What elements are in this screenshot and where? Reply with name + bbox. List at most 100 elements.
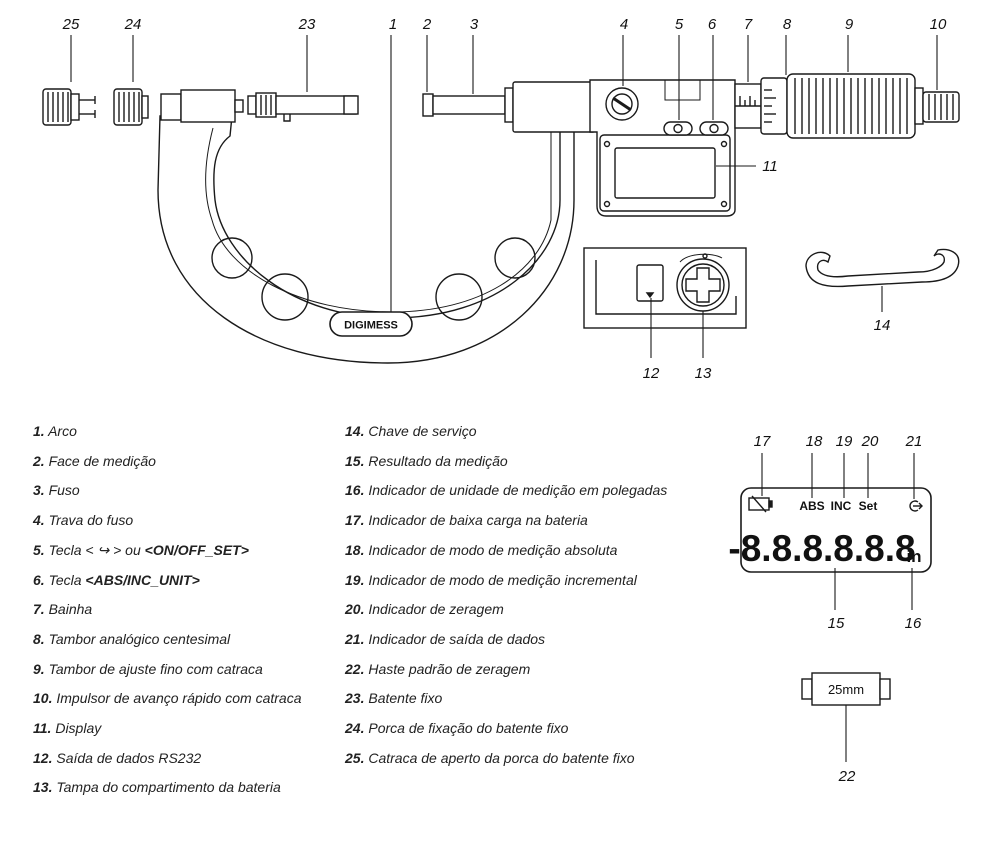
callout-3: 3 [470, 16, 479, 33]
callout-5: 5 [675, 16, 684, 33]
sleeve-barrel [734, 83, 762, 129]
legend-item: 9. Tambor de ajuste fino com catraca [33, 655, 301, 685]
legend-item: 16. Indicador de unidade de medição em p… [345, 476, 667, 506]
legend-text: Chave de serviço [368, 423, 477, 439]
callout-24: 24 [124, 16, 142, 33]
legend-item: 21. Indicador de saída de dados [345, 625, 667, 655]
callout-4: 4 [620, 16, 628, 33]
legend-number: 1. [33, 423, 45, 439]
inc-indicator: INC [831, 499, 852, 513]
legend-item: 4. Trava do fuso [33, 506, 301, 536]
legend-number: 15. [345, 452, 365, 469]
callout-21: 21 [905, 433, 923, 450]
callout-6: 6 [708, 16, 717, 33]
gauge-rod-label: 25mm [828, 682, 864, 697]
callout-2: 2 [422, 16, 432, 33]
legend-text: Display [55, 720, 102, 737]
legend-item: 7. Bainha [33, 595, 301, 625]
callout-numbers: 1 2 3 4 5 6 7 8 9 10 11 12 13 14 15 16 1… [62, 16, 947, 785]
legend-number: 12. [33, 749, 53, 766]
callout-8: 8 [783, 16, 792, 33]
legend-text: Tecla [48, 571, 86, 588]
legend-number: 16. [345, 482, 365, 499]
fixing-nut-24 [113, 88, 149, 126]
legend-text: Tambor de ajuste fino com catraca [48, 660, 263, 677]
legend-item: 13. Tampa do compartimento da bateria [33, 773, 301, 803]
callout-9: 9 [845, 16, 854, 33]
callout-7: 7 [744, 16, 753, 33]
service-wrench [805, 248, 960, 288]
legend-item: 12. Saída de dados RS232 [33, 744, 301, 774]
legend-number: 8. [33, 630, 45, 647]
lcd-detail: ABS INC Set -8.8.8.8.8.8 in [728, 487, 932, 573]
callout-17: 17 [754, 433, 771, 450]
legend-text: Haste padrão de zeragem [368, 660, 531, 677]
legend-text: Bainha [48, 601, 93, 618]
legend-item: 15. Resultado da medição [345, 447, 667, 477]
callout-23: 23 [298, 16, 316, 33]
legend-item: 8. Tambor analógico centesimal [33, 625, 301, 655]
legend-number: 6. [33, 571, 45, 588]
legend-text: Tambor analógico centesimal [48, 630, 231, 647]
legend-text: Impulsor de avanço rápido com catraca [56, 690, 302, 707]
legend-text: Indicador de baixa carga na bateria [368, 512, 588, 529]
legend-text: Tampa do compartimento da bateria [56, 779, 281, 796]
brand-plate [329, 311, 413, 337]
legend-item: 25. Catraca de aperto da porca do batent… [345, 744, 667, 774]
legend-item: 22. Haste padrão de zeragem [345, 655, 667, 685]
legend-number: 10. [33, 690, 53, 707]
rapid-drive-ratchet[interactable] [914, 87, 960, 125]
legend-item: 17. Indicador de baixa carga na bateria [345, 506, 667, 536]
legend-number: 14. [345, 423, 365, 439]
legend-number: 24. [345, 720, 365, 737]
legend-text: Indicador de modo de medição incremental [368, 571, 637, 588]
callout-1: 1 [389, 16, 397, 33]
spindle [422, 93, 506, 117]
legend-text: Resultado da medição [368, 452, 508, 469]
legend-number: 23. [345, 690, 365, 707]
legend-text: Tecla < ↪ > ou [48, 541, 145, 558]
legend-right: 14. Chave de serviço 15. Resultado da me… [345, 417, 667, 773]
low-battery-icon [748, 495, 773, 513]
legend-item: 5. Tecla < ↪ > ou <ON/OFF_SET> [33, 536, 301, 566]
callout-18: 18 [806, 433, 823, 450]
on-off-set-key[interactable] [663, 121, 693, 136]
leader-lines [70, 35, 938, 762]
legend-item: 14. Chave de serviço [345, 417, 667, 447]
ratchet-nut-25 [42, 88, 96, 126]
callout-10: 10 [930, 16, 947, 33]
callout-25: 25 [62, 16, 80, 33]
legend-text: Porca de fixação do batente fixo [368, 720, 569, 737]
legend-text: Catraca de aperto da porca do batente fi… [368, 749, 635, 766]
legend-item: 19. Indicador de modo de medição increme… [345, 566, 667, 596]
legend-number: 22. [345, 660, 365, 677]
legend-text: Indicador de saída de dados [368, 630, 546, 647]
spindle-lock[interactable] [605, 87, 639, 121]
abs-indicator: ABS [799, 499, 824, 513]
legend-item: 3. Fuso [33, 476, 301, 506]
fine-adjust-thimble[interactable] [786, 73, 916, 139]
legend-key: <ON/OFF_SET> [144, 541, 249, 558]
callout-22: 22 [838, 768, 856, 785]
abs-inc-unit-key[interactable] [699, 121, 729, 136]
legend-text: Indicador de zeragem [368, 601, 504, 618]
frame-hole-4 [494, 237, 536, 279]
measurement-reading: -8.8.8.8.8.8 [728, 528, 915, 569]
spindle-housing [504, 81, 596, 133]
rear-panel [583, 247, 747, 329]
brand-logo: DIGIMESS [344, 320, 398, 332]
fixed-anvil-stop [160, 89, 244, 123]
legend-text: Fuso [48, 482, 80, 499]
legend-text: Trava do fuso [48, 512, 134, 529]
zeroing-gauge-rod: 25mm [801, 672, 891, 706]
legend-item: 2. Face de medição [33, 447, 301, 477]
legend-text: Arco [48, 423, 77, 439]
legend-number: 20. [345, 601, 365, 618]
callout-16: 16 [905, 615, 922, 632]
legend-key: <ABS/INC_UNIT> [85, 571, 200, 588]
legend-text: Face de medição [48, 452, 156, 469]
data-output-icon [909, 500, 923, 512]
legend-number: 5. [33, 541, 45, 558]
frame-hole-2 [261, 273, 309, 321]
analog-thimble[interactable] [760, 77, 788, 135]
